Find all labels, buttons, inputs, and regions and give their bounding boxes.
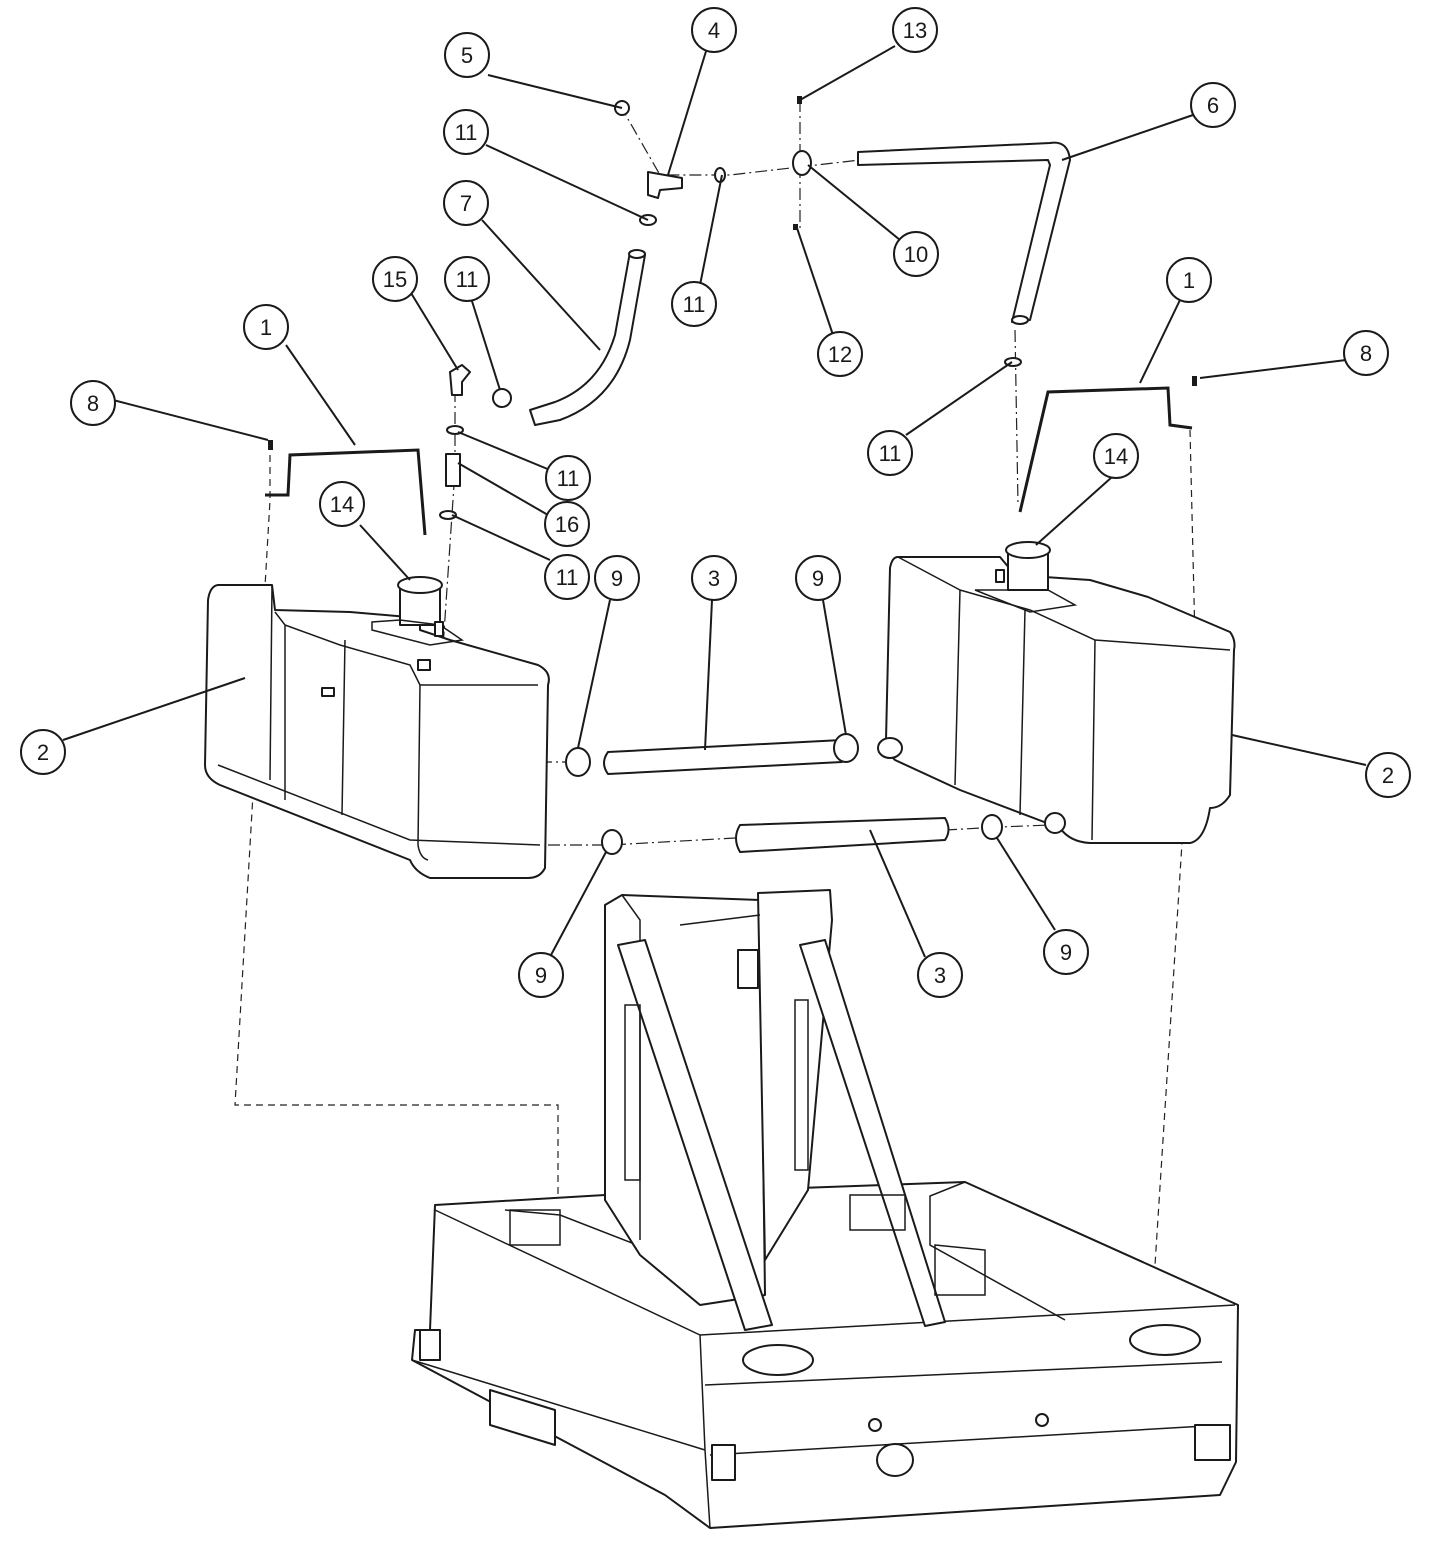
svg-text:2: 2 [1382, 763, 1394, 788]
svg-text:4: 4 [708, 18, 720, 43]
callout-12: 12 [817, 331, 863, 377]
callout-11: 11 [671, 281, 717, 327]
svg-text:11: 11 [455, 120, 478, 145]
callout-11: 11 [545, 455, 591, 501]
callout-2: 2 [20, 729, 66, 775]
callout-1: 1 [1166, 257, 1212, 303]
callout-3: 3 [691, 555, 737, 601]
svg-text:6: 6 [1207, 93, 1219, 118]
callout-5: 5 [444, 32, 490, 78]
callout-4: 4 [691, 7, 737, 53]
svg-text:3: 3 [934, 963, 946, 988]
svg-text:7: 7 [460, 191, 472, 216]
callout-13: 13 [892, 7, 938, 53]
svg-text:11: 11 [557, 466, 580, 491]
callout-14: 14 [1093, 433, 1139, 479]
svg-text:9: 9 [1060, 940, 1072, 965]
callout-14: 14 [319, 481, 365, 527]
vent-hoses [439, 96, 1071, 520]
svg-text:14: 14 [1104, 444, 1128, 469]
svg-text:9: 9 [812, 566, 824, 591]
svg-text:10: 10 [904, 242, 928, 267]
callout-7: 7 [443, 180, 489, 226]
svg-text:9: 9 [611, 566, 623, 591]
svg-text:3: 3 [708, 566, 720, 591]
leader-lines [62, 45, 1367, 958]
svg-text:11: 11 [556, 565, 579, 590]
svg-text:12: 12 [828, 342, 852, 367]
callout-10: 10 [893, 231, 939, 277]
brackets [265, 376, 1197, 536]
svg-text:9: 9 [535, 963, 547, 988]
svg-text:11: 11 [456, 267, 479, 292]
callout-3: 3 [917, 952, 963, 998]
callout-2: 2 [1365, 752, 1411, 798]
svg-text:15: 15 [383, 267, 407, 292]
callout-11: 11 [443, 109, 489, 155]
callout-11: 11 [544, 554, 590, 600]
chassis-frame [411, 889, 1239, 1529]
svg-text:1: 1 [260, 315, 272, 340]
callout-9: 9 [795, 555, 841, 601]
svg-text:11: 11 [879, 441, 902, 466]
svg-text:11: 11 [683, 292, 706, 317]
callout-11: 11 [867, 430, 913, 476]
svg-text:1: 1 [1183, 268, 1195, 293]
callout-11: 11 [444, 256, 490, 302]
callout-9: 9 [594, 555, 640, 601]
callout-16: 16 [544, 501, 590, 547]
callout-9: 9 [518, 952, 564, 998]
svg-text:16: 16 [555, 512, 579, 537]
svg-text:8: 8 [1360, 341, 1372, 366]
callout-8: 8 [70, 380, 116, 426]
callout-1: 1 [243, 304, 289, 350]
left-tank [204, 576, 550, 879]
svg-text:13: 13 [903, 18, 927, 43]
callout-8: 8 [1343, 330, 1389, 376]
svg-text:2: 2 [37, 740, 49, 765]
svg-text:14: 14 [330, 492, 354, 517]
callout-6: 6 [1190, 82, 1236, 128]
svg-text:5: 5 [461, 43, 473, 68]
callout-9: 9 [1043, 929, 1089, 975]
svg-text:8: 8 [87, 391, 99, 416]
callout-15: 15 [372, 256, 418, 302]
right-tank [877, 541, 1236, 844]
callouts: 5 4 13 6 11 7 10 15 11 11 12 [20, 7, 1411, 998]
